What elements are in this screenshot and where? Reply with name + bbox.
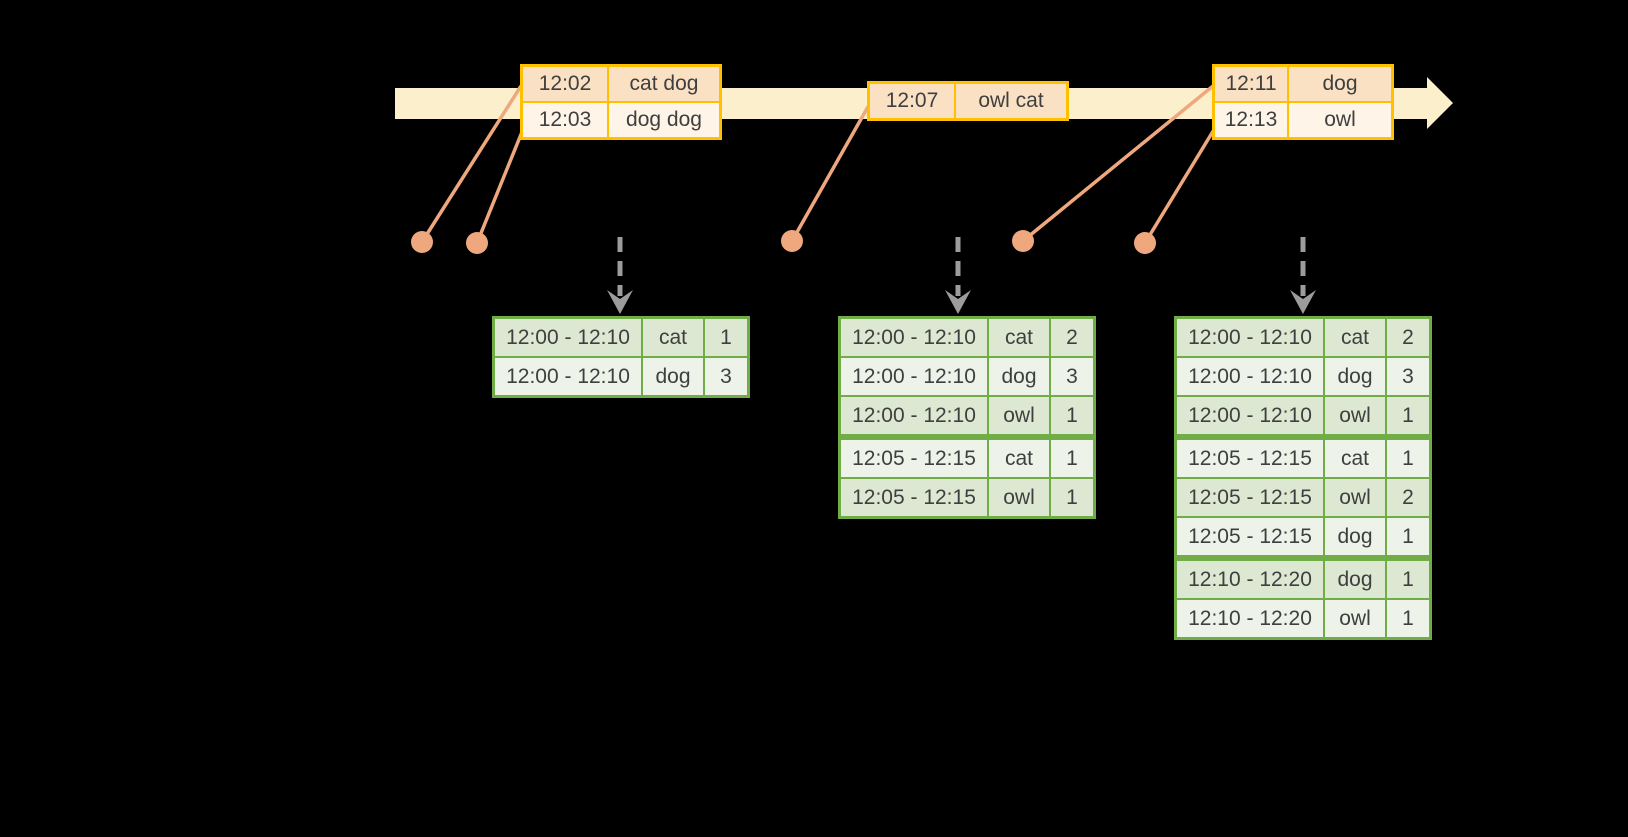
trigger-arrows	[607, 237, 1316, 314]
result-row: 12:05 - 12:15 dog 1	[1177, 518, 1429, 555]
window-cell: 12:05 - 12:15	[841, 440, 987, 477]
window-cell: 12:00 - 12:10	[1177, 397, 1323, 434]
event-dot	[781, 230, 803, 252]
trigger-arrow	[945, 237, 971, 314]
event-words-cell: cat dog	[609, 67, 719, 101]
window-cell: 12:00 - 12:10	[841, 319, 987, 356]
word-cell: cat	[989, 319, 1049, 356]
window-cell: 12:00 - 12:10	[495, 319, 641, 356]
word-cell: owl	[1325, 479, 1385, 516]
trigger-arrow	[1290, 237, 1316, 314]
result-row: 12:05 - 12:15 owl 2	[1177, 479, 1429, 516]
event-time-cell: 12:02	[523, 67, 607, 101]
event-connector-lines	[420, 84, 1217, 244]
event-dot	[1134, 232, 1156, 254]
event-row: 12:03 dog dog	[523, 103, 719, 137]
count-cell: 1	[1387, 561, 1429, 598]
event-words-cell: dog dog	[609, 103, 719, 137]
result-row: 12:10 - 12:20 dog 1	[1177, 561, 1429, 598]
window-cell: 12:00 - 12:10	[1177, 358, 1323, 395]
event-time-cell: 12:13	[1215, 103, 1287, 137]
word-cell: dog	[1325, 518, 1385, 555]
event-connector-line	[1021, 84, 1215, 243]
input-events-table-1: 12:02 cat dog 12:03 dog dog	[520, 64, 722, 140]
result-row: 12:05 - 12:15 cat 1	[841, 440, 1093, 477]
event-words-cell: dog	[1289, 67, 1391, 101]
event-connector-line	[1143, 127, 1217, 244]
window-cell: 12:05 - 12:15	[1177, 518, 1323, 555]
event-time-cell: 12:11	[1215, 67, 1287, 101]
count-cell: 1	[1051, 440, 1093, 477]
count-cell: 1	[1051, 479, 1093, 516]
window-cell: 12:00 - 12:10	[841, 358, 987, 395]
word-cell: owl	[989, 397, 1049, 434]
result-row: 12:00 - 12:10 cat 2	[841, 319, 1093, 356]
result-row: 12:05 - 12:15 cat 1	[1177, 440, 1429, 477]
word-cell: dog	[1325, 358, 1385, 395]
word-cell: owl	[1325, 600, 1385, 637]
count-cell: 1	[1387, 518, 1429, 555]
result-table-3: 12:00 - 12:10 cat 2 12:00 - 12:10 dog 3 …	[1174, 316, 1432, 640]
event-dot	[466, 232, 488, 254]
word-cell: owl	[989, 479, 1049, 516]
result-table-1: 12:00 - 12:10 cat 1 12:00 - 12:10 dog 3	[492, 316, 750, 398]
word-cell: owl	[1325, 397, 1385, 434]
result-row: 12:00 - 12:10 cat 1	[495, 319, 747, 356]
input-events-table-2: 12:07 owl cat	[867, 81, 1069, 121]
event-connector-line	[790, 104, 871, 242]
word-cell: dog	[989, 358, 1049, 395]
result-row: 12:00 - 12:10 dog 3	[841, 358, 1093, 395]
word-cell: dog	[1325, 561, 1385, 598]
word-cell: dog	[643, 358, 703, 395]
result-row: 12:00 - 12:10 dog 3	[495, 358, 747, 395]
word-cell: cat	[643, 319, 703, 356]
event-dot	[411, 231, 433, 253]
count-cell: 1	[1387, 397, 1429, 434]
word-cell: cat	[1325, 319, 1385, 356]
count-cell: 1	[1387, 440, 1429, 477]
count-cell: 3	[705, 358, 747, 395]
result-row: 12:05 - 12:15 owl 1	[841, 479, 1093, 516]
count-cell: 2	[1387, 479, 1429, 516]
result-row: 12:00 - 12:10 cat 2	[1177, 319, 1429, 356]
event-words-cell: owl	[1289, 103, 1391, 137]
event-time-cell: 12:03	[523, 103, 607, 137]
result-row: 12:00 - 12:10 owl 1	[841, 397, 1093, 434]
result-row: 12:00 - 12:10 dog 3	[1177, 358, 1429, 395]
count-cell: 3	[1051, 358, 1093, 395]
result-table-2: 12:00 - 12:10 cat 2 12:00 - 12:10 dog 3 …	[838, 316, 1096, 519]
event-row: 12:02 cat dog	[523, 67, 719, 101]
window-cell: 12:00 - 12:10	[841, 397, 987, 434]
event-words-cell: owl cat	[956, 84, 1066, 118]
event-dot	[1012, 230, 1034, 252]
window-cell: 12:00 - 12:10	[1177, 319, 1323, 356]
result-row: 12:00 - 12:10 owl 1	[1177, 397, 1429, 434]
word-cell: cat	[989, 440, 1049, 477]
count-cell: 3	[1387, 358, 1429, 395]
word-cell: cat	[1325, 440, 1385, 477]
count-cell: 2	[1051, 319, 1093, 356]
result-row: 12:10 - 12:20 owl 1	[1177, 600, 1429, 637]
input-events-table-3: 12:11 dog 12:13 owl	[1212, 64, 1394, 140]
window-cell: 12:10 - 12:20	[1177, 600, 1323, 637]
window-cell: 12:05 - 12:15	[841, 479, 987, 516]
count-cell: 1	[1051, 397, 1093, 434]
window-cell: 12:00 - 12:10	[495, 358, 641, 395]
event-connector-line	[475, 126, 526, 244]
event-time-cell: 12:07	[870, 84, 954, 118]
event-row: 12:07 owl cat	[870, 84, 1066, 118]
trigger-arrow	[607, 237, 633, 314]
event-dots	[411, 230, 1156, 254]
window-cell: 12:05 - 12:15	[1177, 479, 1323, 516]
event-connector-line	[420, 85, 523, 243]
event-row: 12:11 dog	[1215, 67, 1391, 101]
count-cell: 2	[1387, 319, 1429, 356]
count-cell: 1	[1387, 600, 1429, 637]
event-row: 12:13 owl	[1215, 103, 1391, 137]
count-cell: 1	[705, 319, 747, 356]
window-cell: 12:05 - 12:15	[1177, 440, 1323, 477]
window-cell: 12:10 - 12:20	[1177, 561, 1323, 598]
